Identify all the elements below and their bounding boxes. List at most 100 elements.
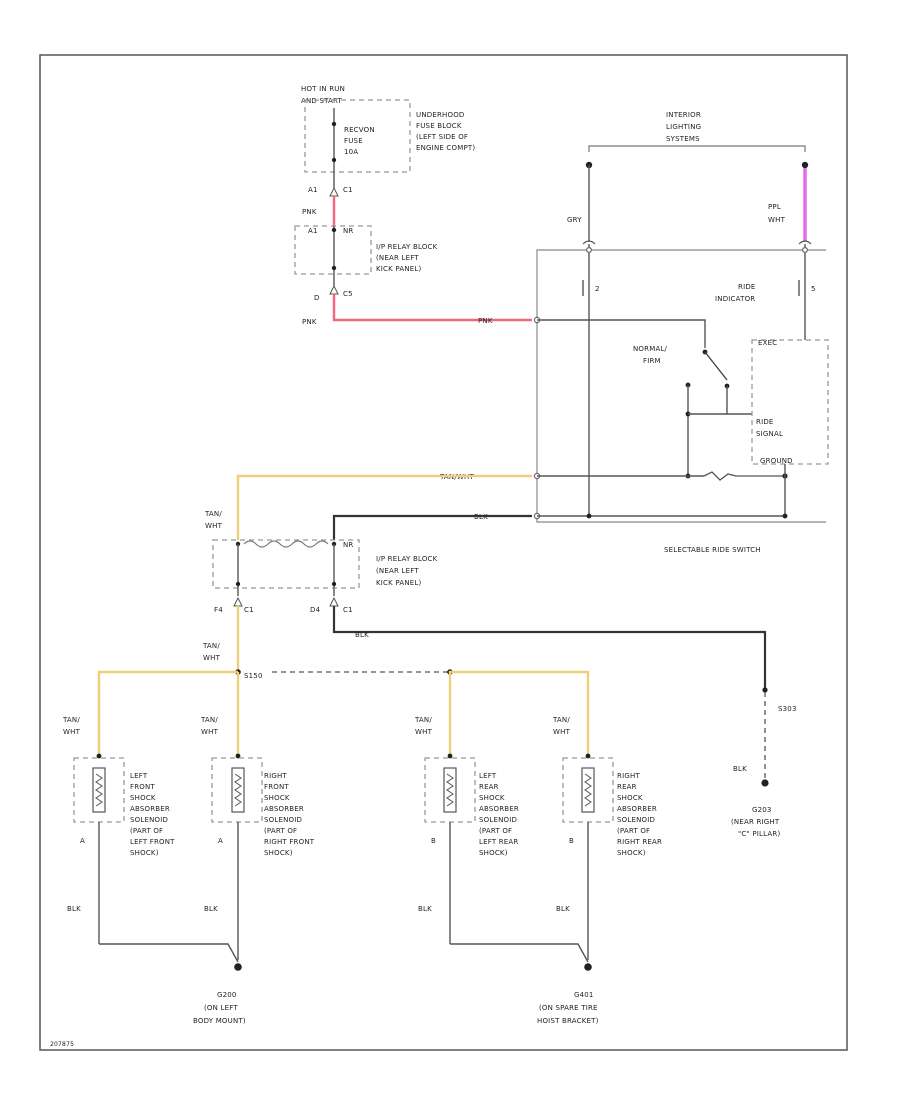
rr-name5: SOLENOID bbox=[617, 816, 655, 824]
lower-relay-line3: KICK PANEL) bbox=[376, 579, 421, 587]
lr-name6: (PART OF bbox=[479, 827, 512, 835]
front-ground-wires: G200 (ON LEFT BODY MOUNT) bbox=[98, 822, 246, 1025]
lf-name6: (PART OF bbox=[130, 827, 163, 835]
upper-relay-line3: KICK PANEL) bbox=[376, 265, 421, 273]
lf-name3: SHOCK bbox=[130, 794, 156, 802]
rf-solenoid-outline bbox=[211, 757, 263, 823]
lower-relay-outline bbox=[212, 539, 360, 589]
normal-label: NORMAL/ bbox=[633, 345, 668, 353]
d4-pin-label: D4 bbox=[310, 606, 321, 614]
lf-coil bbox=[92, 767, 106, 813]
g200-line2: BODY MOUNT) bbox=[193, 1017, 246, 1025]
rr-name2: REAR bbox=[617, 783, 637, 791]
rr-coil-winding bbox=[584, 773, 592, 807]
lr-name3: SHOCK bbox=[479, 794, 505, 802]
selectable-ride-switch: 2 5 RIDE INDICATOR PNK NORMAL/ FIRM EXEC… bbox=[439, 240, 829, 554]
rf-name5: SOLENOID bbox=[264, 816, 302, 824]
interior-terminal-right bbox=[801, 161, 809, 169]
f4-pin-label: F4 bbox=[214, 606, 223, 614]
g203-blk-label: BLK bbox=[733, 765, 747, 773]
rr-pin: B bbox=[569, 837, 574, 845]
rr-name8: SHOCK) bbox=[617, 849, 646, 857]
shock-absorber-left-rear: TAN/ WHT LEFT REAR SHOCK ABSORBER SOLENO… bbox=[414, 716, 519, 913]
c5-connector-label: C5 bbox=[343, 290, 353, 298]
g200-line1: (ON LEFT bbox=[204, 1004, 238, 1012]
tan-wire-label-2: WHT bbox=[205, 522, 223, 530]
blk-junction-dot bbox=[782, 513, 788, 519]
g203-ground-point bbox=[761, 779, 769, 787]
lr-wire-label-2: WHT bbox=[415, 728, 433, 736]
ride-indicator-line2: INDICATOR bbox=[715, 295, 755, 303]
relay-upper-terminal bbox=[331, 227, 337, 233]
shock-absorber-right-rear: TAN/ WHT RIGHT REAR SHOCK ABSORBER SOLEN… bbox=[552, 716, 662, 913]
lower-relay-left-bottom bbox=[235, 581, 241, 587]
shock-absorber-left-front: TAN/ WHT LEFT FRONT SHOCK ABSORBER SOLEN… bbox=[62, 716, 175, 913]
gray-junction-dot bbox=[586, 513, 592, 519]
lr-pin: B bbox=[431, 837, 436, 845]
interior-line2: LIGHTING bbox=[666, 123, 701, 131]
splice-s303-label: S303 bbox=[778, 705, 797, 713]
purple-wire-label: PPL bbox=[768, 203, 781, 211]
lf-name7: LEFT FRONT bbox=[130, 838, 175, 846]
rr-ground-wire-label: BLK bbox=[556, 905, 570, 913]
rr-terminal bbox=[585, 753, 591, 759]
lr-name7: LEFT REAR bbox=[479, 838, 518, 846]
c1-connector-label: C1 bbox=[343, 186, 353, 194]
rear-ground-merge bbox=[450, 943, 589, 963]
lf-wire-label-1: TAN/ bbox=[62, 716, 80, 724]
rf-name6: (PART OF bbox=[264, 827, 297, 835]
f4-connector-symbol bbox=[233, 596, 243, 607]
rf-name1: RIGHT bbox=[264, 772, 287, 780]
rr-name4: ABSORBER bbox=[617, 805, 657, 813]
rf-ground-wire-label: BLK bbox=[204, 905, 218, 913]
g401-line1: (ON SPARE TIRE bbox=[539, 1004, 598, 1012]
gray-connector bbox=[582, 240, 596, 245]
d4-connector-symbol bbox=[329, 596, 339, 607]
internal-link bbox=[243, 540, 329, 548]
relay-lower-terminal bbox=[331, 265, 337, 271]
rf-name3: SHOCK bbox=[264, 794, 290, 802]
ground-g203: S303 BLK G203 (NEAR RIGHT "C" PILLAR) bbox=[731, 687, 797, 838]
fuse-name: RECVON bbox=[344, 126, 375, 134]
upper-relay-line2: (NEAR LEFT bbox=[376, 254, 419, 262]
fuse-block-outline bbox=[304, 99, 411, 173]
interior-line3: SYSTEMS bbox=[666, 135, 700, 143]
pink-input-label: PNK bbox=[478, 317, 493, 325]
switch-to-signal bbox=[726, 386, 752, 415]
rf-wire-label-1: TAN/ bbox=[200, 716, 218, 724]
c5-pin-label: D bbox=[314, 294, 320, 302]
tan-wire-from-switch bbox=[236, 474, 532, 540]
lf-name8: SHOCK) bbox=[130, 849, 159, 857]
rr-name6: (PART OF bbox=[617, 827, 650, 835]
switch-lever bbox=[704, 351, 728, 381]
rf-pin: A bbox=[218, 837, 223, 845]
pin-right-label: 5 bbox=[811, 285, 816, 293]
lr-name5: SOLENOID bbox=[479, 816, 517, 824]
junction-wht-label: WHT bbox=[203, 654, 221, 662]
relay-pin-right-label: NR bbox=[343, 227, 354, 235]
figure-code: 207875 bbox=[50, 1041, 74, 1048]
switch-housing bbox=[536, 249, 826, 523]
g200-id: G200 bbox=[217, 991, 237, 999]
c5-connector-symbol bbox=[329, 284, 339, 295]
tan-to-rear bbox=[448, 670, 590, 754]
fuse-rating: 10A bbox=[344, 148, 358, 156]
fuse-block-line1: UNDERHOOD bbox=[416, 111, 465, 119]
lr-name4: ABSORBER bbox=[479, 805, 519, 813]
lower-relay-nr: NR bbox=[343, 541, 354, 549]
switch-name-label: SELECTABLE RIDE SWITCH bbox=[664, 546, 761, 554]
rr-wire-label-1: TAN/ bbox=[552, 716, 570, 724]
fuse-block-line2: FUSE BLOCK bbox=[416, 122, 462, 130]
relay-pin-label: A1 bbox=[308, 227, 318, 235]
lower-relay-line1: I/P RELAY BLOCK bbox=[376, 555, 438, 563]
pink-wire-label-upper: PNK bbox=[302, 208, 317, 216]
lr-coil-winding bbox=[446, 773, 454, 807]
lf-name2: FRONT bbox=[130, 783, 155, 791]
ride-signal-line2: SIGNAL bbox=[756, 430, 783, 438]
rf-coil bbox=[231, 767, 245, 813]
rr-name7: RIGHT REAR bbox=[617, 838, 662, 846]
lf-terminal bbox=[96, 753, 102, 759]
g203-line2: "C" PILLAR) bbox=[738, 830, 780, 838]
ride-signal-line1: RIDE bbox=[756, 418, 774, 426]
gray-terminal bbox=[585, 247, 592, 254]
